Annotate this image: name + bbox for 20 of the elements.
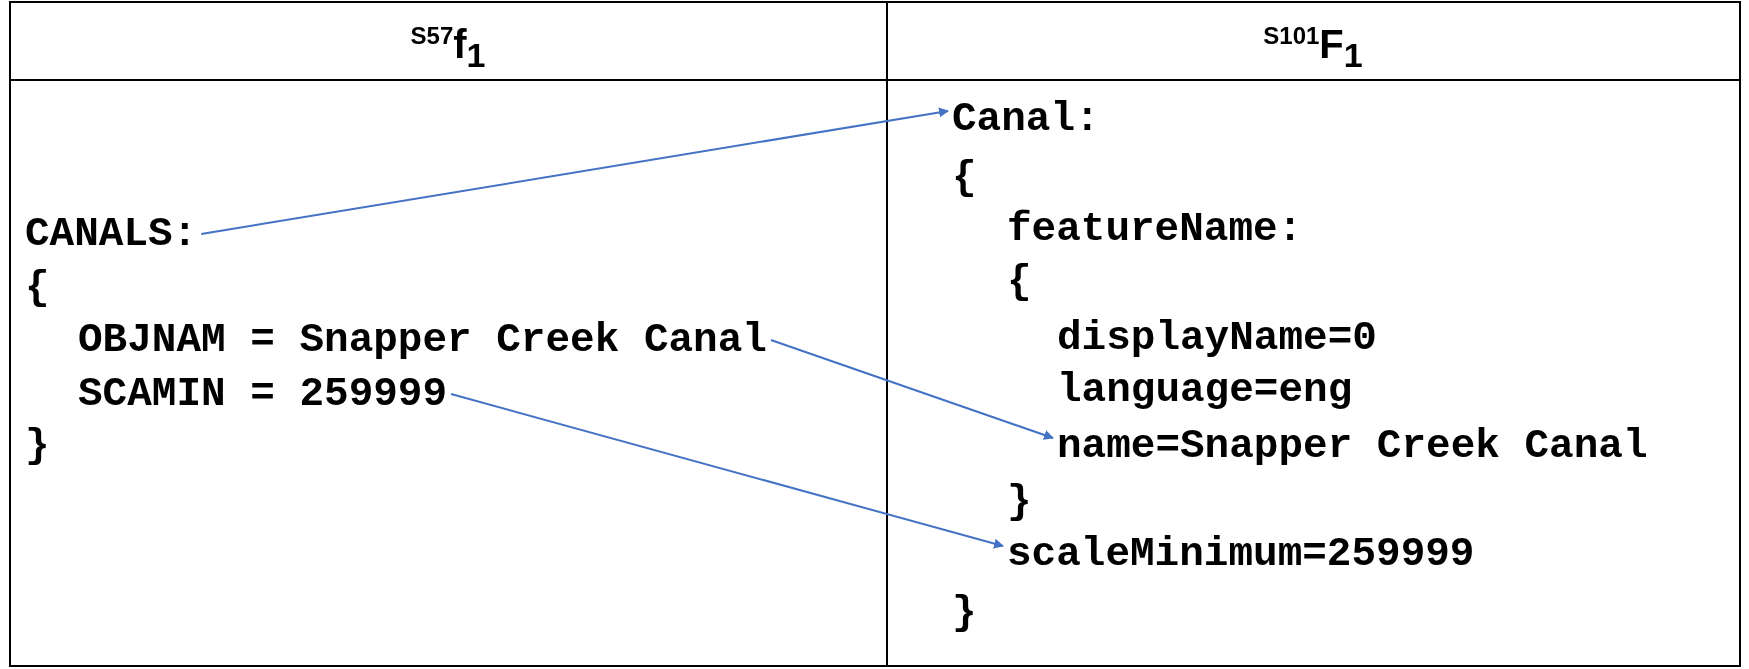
- code-line: {: [1007, 259, 1032, 305]
- code-line: scaleMinimum=259999: [1007, 531, 1475, 577]
- code-line: language=eng: [1057, 367, 1353, 413]
- column-header: $^{S101}$F$_{1}$: [1263, 21, 1363, 77]
- arrow: [200, 107, 949, 235]
- code-line: OBJNAM = Snapper Creek Canal: [78, 317, 767, 363]
- code-line: name=Snapper Creek Canal: [1057, 423, 1648, 469]
- code-line: }: [1007, 479, 1032, 525]
- arrow: [769, 339, 1054, 440]
- code-line: {: [952, 155, 977, 201]
- code-line: }: [25, 423, 50, 469]
- code-line: Canal:: [952, 96, 1100, 142]
- code-line: SCAMIN = 259999: [78, 371, 448, 417]
- code-line: featureName:: [1007, 206, 1303, 252]
- code-line: {: [25, 265, 50, 311]
- code-line: displayName=0: [1057, 315, 1377, 361]
- code-line: }: [952, 590, 977, 636]
- code-line: CANALS:: [25, 211, 198, 257]
- arrow: [450, 393, 1004, 549]
- column-header: $^{S57}$f$_{1}$: [410, 21, 486, 77]
